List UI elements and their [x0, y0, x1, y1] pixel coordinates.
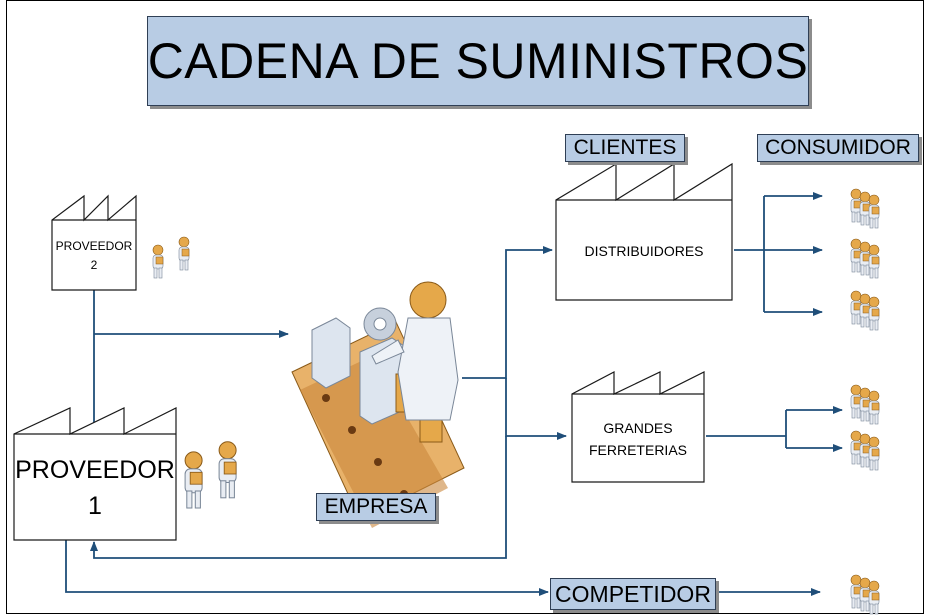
arrow-distribuidores-to-consumers [734, 196, 765, 312]
proveedor2-line2: 2 [90, 258, 98, 272]
arrow-return-to-proveedor1 [90, 436, 507, 559]
consumer-group-6 [851, 575, 879, 614]
proveedor2-line1: PROVEEDOR [55, 238, 133, 253]
factory-ferreterias [571, 371, 705, 483]
label-consumidor: CONSUMIDOR [757, 134, 919, 162]
proveedor1-line1: PROVEEDOR [15, 455, 175, 484]
diagram-frame [6, 0, 924, 614]
consumer-group-5 [851, 431, 879, 470]
label-competidor: COMPETIDOR [550, 578, 716, 610]
distribuidores-line1: DISTRIBUIDORES [584, 242, 704, 259]
label-empresa: EMPRESA [316, 493, 436, 521]
ferreterias-label: GRANDES FERRETERIAS [572, 398, 704, 480]
factory-proveedor1 [13, 407, 177, 541]
consumer-group-1 [851, 189, 879, 228]
empresa-illustration [291, 281, 465, 528]
factory-distribuidores [555, 162, 733, 301]
supplier-pair-large [184, 441, 237, 509]
ferreterias-line1: GRANDES [603, 419, 673, 436]
consumer-group-3 [851, 291, 879, 330]
page-title: CADENA DE SUMINISTROS [147, 16, 809, 106]
distribuidores-label: DISTRIBUIDORES [556, 204, 732, 298]
arrow-ferreterias-to-consumers [706, 410, 787, 448]
ferreterias-line2: FERRETERIAS [588, 442, 687, 458]
consumer-group-4 [851, 385, 879, 424]
supplier-pair-small [152, 236, 190, 279]
proveedor1-label: PROVEEDOR 1 [14, 438, 176, 538]
arrow-proveedor1-to-competidor [65, 540, 549, 596]
consumer-group-2 [851, 239, 879, 278]
arrow-empresa-to-distribuidores [462, 246, 553, 379]
arrow-empresa-to-ferreterias [505, 378, 567, 440]
proveedor2-label: PROVEEDOR 2 [52, 224, 136, 288]
label-clientes: CLIENTES [565, 134, 685, 162]
proveedor1-line2: 1 [88, 492, 102, 520]
